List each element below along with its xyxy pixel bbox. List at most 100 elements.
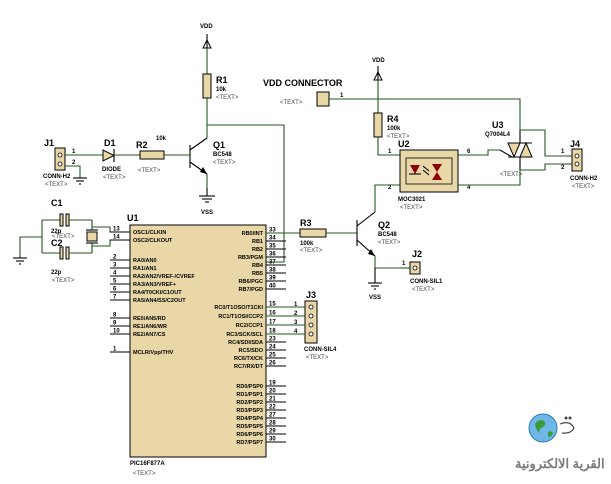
u1-right-pin-name: RC5/SDO	[239, 348, 264, 354]
wire-u2-u3gate	[458, 149, 500, 156]
r4-ref: R4	[387, 114, 399, 124]
u1-left-pin-number: 10	[113, 329, 120, 335]
wire-q2-u2	[374, 184, 400, 212]
u1-right-pin-number: 21	[269, 397, 276, 403]
u3-text: <TEXT>	[500, 172, 523, 178]
u1-left-pin-number: 8	[113, 313, 117, 319]
connector-j1: J1 1 2 CONN-H2 <TEXT>	[43, 138, 76, 188]
mcu-u1: U1 PIC16F877A <TEXT> 13OSC1/CLKIN14OSC2/…	[110, 213, 286, 477]
c1-text: <TEXT>	[52, 234, 75, 240]
vdd-label: VDD	[200, 24, 213, 30]
u2-text: <TEXT>	[400, 205, 423, 211]
wire-u2-u3mt	[458, 170, 521, 186]
vdd-connector-text: <TEXT>	[280, 100, 303, 106]
u1-right-pin-number: 35	[269, 244, 276, 250]
u1-right-pin-number: 16	[269, 311, 276, 317]
u1-left-pin-number: 1	[113, 347, 117, 353]
vdd-terminal-r4: VDD	[372, 58, 385, 81]
j1-ref: J1	[44, 138, 54, 148]
vdd-connector-pin: 1	[340, 93, 344, 99]
j4-text: <TEXT>	[572, 184, 595, 190]
u1-right-pin-number: 40	[269, 284, 276, 290]
u1-right-pin-number: 17	[269, 320, 276, 326]
j3-pin3: 3	[294, 320, 298, 326]
u1-right-pin-name: RD3/PSP3	[236, 408, 263, 414]
j3-pin1: 1	[294, 302, 298, 308]
u1-ref: U1	[127, 213, 139, 223]
connector-j4: J4 1 2 CONN-H2 <TEXT>	[561, 139, 598, 190]
d1-ref: D1	[104, 138, 116, 148]
triac-u3: U3 Q7004L4 <TEXT>	[485, 120, 533, 178]
u1-right-pin-number: 18	[269, 329, 276, 335]
c1-ref: C1	[51, 198, 63, 208]
j4-value: CONN-H2	[570, 176, 598, 182]
u1-left-pin-name: RE0/AN5/RD	[133, 316, 166, 322]
c2-text: <TEXT>	[52, 278, 75, 284]
u1-text: <TEXT>	[133, 471, 156, 477]
r2-value: 10k	[156, 136, 167, 142]
u1-right-pin-name: RD7/PSP7	[236, 440, 263, 446]
u1-right-pin-name: RB3/PGM	[238, 255, 263, 261]
u1-right-pin-number: 22	[269, 405, 276, 411]
r4-text: <TEXT>	[387, 134, 410, 140]
u2-pin4: 4	[467, 185, 471, 191]
d1-text: <TEXT>	[103, 175, 126, 181]
capacitor-c2: C2 22p <TEXT>	[42, 238, 92, 284]
r1-ref: R1	[216, 75, 228, 85]
u1-left-pin-number: 7	[113, 295, 117, 301]
connector-j2: J2 1 CONN-SIL1 <TEXT>	[400, 249, 443, 293]
wire-j1-gnd	[65, 165, 81, 178]
u1-left-pin-name: RE2/AN7/CS	[133, 332, 166, 338]
vss-label-q1: VSS	[201, 210, 213, 216]
u1-left-pin-name: RA5/AN4/SS/C2OUT	[133, 298, 186, 304]
q2-value: BC548	[378, 232, 397, 238]
q1-value: BC548	[213, 152, 232, 158]
j3-pin2: 2	[294, 311, 298, 317]
resistor-r2: R2 10k <TEXT>	[136, 136, 167, 174]
resistor-r3: R3 100k <TEXT>	[299, 218, 327, 254]
u1-right-pin-name: RC0/T1OSO/T1CKI	[214, 305, 263, 311]
u1-right-pin-name: RD2/PSP2	[236, 400, 263, 406]
u1-left-pin-number: 5	[113, 279, 117, 285]
ground-q1: VSS	[199, 188, 215, 216]
u1-left-pin-name: OSC2/CLKOUT	[133, 238, 173, 244]
q2-text: <TEXT>	[378, 240, 401, 246]
r3-text: <TEXT>	[300, 248, 323, 254]
u1-right-pin-name: RC2/CCP1	[236, 323, 263, 329]
q1-text: <TEXT>	[213, 160, 236, 166]
u1-right-pin-name: RB0/INT	[242, 231, 264, 237]
u1-right-pin-number: 38	[269, 268, 276, 274]
wire-u3-j4pin2	[520, 163, 566, 171]
u1-left-pin-number: 2	[113, 255, 117, 261]
u1-right-pin-name: RD1/PSP1	[236, 392, 263, 398]
r4-value: 100k	[387, 126, 401, 132]
u1-right-pin-number: 27	[269, 413, 276, 419]
u1-left-pins: 13OSC1/CLKIN14OSC2/CLKOUT2RA0/AN03RA1/AN…	[110, 227, 195, 356]
u1-right-pin-name: RB2	[252, 247, 263, 253]
u1-right-pin-number: 24	[269, 345, 276, 351]
vdd-label-r4: VDD	[372, 58, 385, 64]
vss-label-q2: VSS	[369, 295, 381, 301]
transistor-q1: Q1 BC548 <TEXT>	[189, 125, 236, 188]
vdd-connector: VDD CONNECTOR <TEXT> 1	[263, 78, 378, 107]
j3-ref: J3	[306, 290, 316, 300]
j1-text: <TEXT>	[45, 182, 68, 188]
ground-j1	[73, 177, 87, 185]
ground-caps	[13, 257, 27, 265]
j2-ref: J2	[412, 249, 422, 259]
watermark-text: القرية الالكترونية	[515, 456, 605, 472]
u3-value: Q7004L4	[485, 132, 511, 138]
q2-ref: Q2	[378, 220, 390, 230]
wire-q2-j2	[374, 256, 400, 269]
j4-ref: J4	[570, 139, 580, 149]
u1-left-pin-name: MCLR/Vpp/THV	[133, 350, 174, 356]
u2-pin6: 6	[467, 149, 471, 155]
r2-text: <TEXT>	[138, 168, 161, 174]
r2-ref: R2	[136, 140, 148, 150]
j1-pin1: 1	[72, 149, 76, 155]
j4-pin1: 1	[561, 149, 565, 155]
connector-j3: J3 1 2 3 4 CONN-SIL4 <TEXT>	[294, 290, 337, 361]
j2-pin1: 1	[402, 261, 406, 267]
resistor-r1: R1 10k <TEXT>	[202, 48, 239, 125]
watermark-logo: القرية الالكترونية	[515, 413, 605, 472]
